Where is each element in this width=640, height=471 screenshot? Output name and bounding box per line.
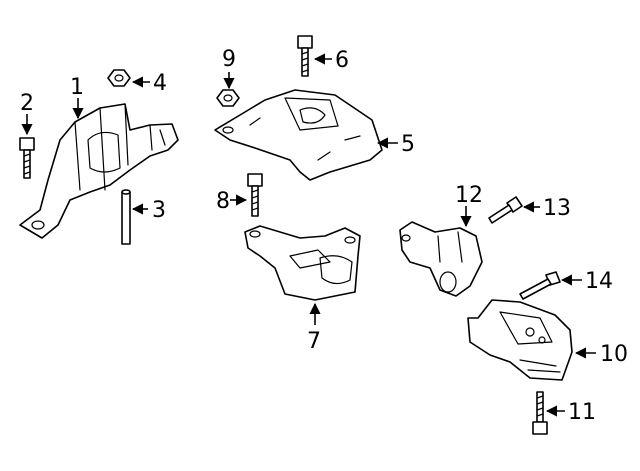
part-3-pin[interactable]	[121, 189, 131, 245]
part-2-bolt[interactable]	[19, 137, 35, 179]
callout-10: 10	[600, 342, 628, 367]
callout-9: 9	[222, 47, 236, 72]
part-6-bolt[interactable]	[297, 35, 313, 77]
callout-2: 2	[20, 91, 34, 116]
part-13-bolt[interactable]	[488, 196, 523, 224]
part-5-support-plate[interactable]	[214, 89, 383, 181]
part-10-rear-mount[interactable]	[467, 299, 573, 381]
callout-1: 1	[70, 75, 84, 100]
callout-14: 14	[585, 269, 613, 294]
callout-4: 4	[153, 71, 167, 96]
callout-labels: 1 2 3 4 5 6 7 8 9 10 11 12 13 14	[20, 47, 628, 425]
part-4-nut[interactable]	[107, 69, 131, 87]
callout-8: 8	[216, 189, 230, 214]
part-1-engine-mount-bracket[interactable]	[19, 103, 179, 239]
part-14-bolt[interactable]	[519, 271, 561, 300]
callout-7: 7	[307, 329, 321, 354]
part-11-bolt[interactable]	[532, 391, 548, 435]
part-9-nut[interactable]	[216, 89, 240, 107]
callout-6: 6	[335, 48, 349, 73]
leader-lines	[21, 53, 596, 417]
callout-12: 12	[455, 183, 483, 208]
part-8-bolt[interactable]	[247, 173, 263, 217]
callout-13: 13	[543, 196, 571, 221]
part-12-transmission-mount[interactable]	[399, 221, 483, 297]
callout-11: 11	[568, 400, 596, 425]
callout-5: 5	[401, 132, 415, 157]
part-7-engine-mount[interactable]	[244, 225, 361, 301]
callout-3: 3	[152, 198, 166, 223]
